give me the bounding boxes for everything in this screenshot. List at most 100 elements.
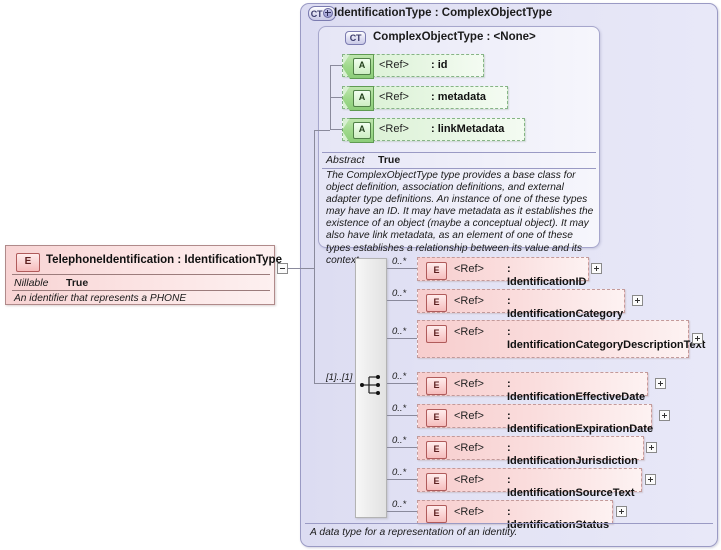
element-cardinality: 0..* [392,326,407,337]
bottom-divider [305,523,713,524]
seq-branch-line [387,447,417,448]
divider [12,274,270,275]
element-badge-icon: E [426,505,447,523]
nillable-label: Nillable [14,277,49,289]
element-ref-label: <Ref> [454,442,484,454]
divider [12,290,270,291]
base-type-documentation-panel: Abstract True The ComplexObjectType type… [322,152,596,266]
expand-element-toggle[interactable] [616,506,627,517]
element-row[interactable]: E <Ref> : IdentificationCategoryDescript… [417,320,706,358]
attribute-name-label: : metadata [431,91,487,103]
attribute-badge-icon: A [353,90,371,107]
element-name-label: : IdentificationJurisdiction [507,442,638,467]
attribute-row[interactable]: A <Ref> : id [342,54,484,79]
ct-badge-text: CT [310,9,323,19]
element-name-label: : IdentificationCategory [507,295,624,320]
page-title: IdentificationType : ComplexObjectType [334,7,553,19]
seq-branch-line [387,479,417,480]
element-name-label: : IdentificationExpirationDate [507,410,654,435]
base-type-title: ComplexObjectType : <None> [373,31,536,43]
sequence-compositor-box[interactable] [355,258,387,518]
element-ref-label: <Ref> [454,295,484,307]
attribute-badge-icon: A [353,122,371,139]
element-cardinality: 0..* [392,467,407,478]
seq-branch-line [387,268,417,269]
element-name-label: : IdentificationSourceText [507,474,635,499]
element-name-label: : IdentificationCategoryDescriptionText [507,326,706,351]
element-name-label: : IdentificationID [507,263,587,288]
attribute-row[interactable]: A <Ref> : metadata [342,86,508,111]
element-ref-label: <Ref> [454,378,484,390]
expand-element-toggle[interactable] [659,410,670,421]
element-row[interactable]: E <Ref> : IdentificationEffectiveDate [417,372,648,403]
element-row[interactable]: E <Ref> : IdentificationSourceText [417,468,642,499]
element-badge-icon: E [16,253,40,272]
seq-branch-line [387,338,417,339]
collapse-source-toggle[interactable] [277,263,288,274]
expand-element-toggle[interactable] [692,333,703,344]
nillable-value: True [66,277,89,289]
expand-element-toggle[interactable] [591,263,602,274]
source-element-documentation: An identifier that represents a PHONE [14,293,187,304]
seq-branch-line [387,300,417,301]
element-row[interactable]: E <Ref> : IdentificationJurisdiction [417,436,644,467]
abstract-row: Abstract True [322,152,596,169]
attribute-ref-label: <Ref> [379,91,409,103]
expand-element-toggle[interactable] [632,295,643,306]
element-badge-icon: E [426,262,447,280]
root-to-attrgroup-line [314,130,330,131]
attribute-row[interactable]: A <Ref> : linkMetadata [342,118,525,143]
root-connector-vertical [314,130,315,383]
attr-tree-branch-3 [330,129,342,130]
attr-tree-branch-2 [330,97,342,98]
expand-element-toggle[interactable] [655,378,666,389]
seq-branch-line [387,415,417,416]
complex-type-icon: CT [345,31,366,45]
plus-glyph-icon [323,8,334,18]
sequence-compositor-icon [360,375,380,395]
complex-type-plus-icon[interactable]: CT [308,6,336,21]
element-row[interactable]: E <Ref> : IdentificationCategory [417,289,625,320]
element-row[interactable]: E <Ref> : IdentificationExpirationDate [417,404,653,435]
seq-branch-line [387,383,417,384]
element-cardinality: 0..* [392,499,407,510]
element-ref-label: <Ref> [454,474,484,486]
element-badge-icon: E [426,473,447,491]
element-ref-label: <Ref> [454,326,484,338]
base-type-documentation-text: The ComplexObjectType type provides a ba… [326,170,594,266]
expand-element-toggle[interactable] [645,474,656,485]
seq-branch-line [387,511,417,512]
attribute-ref-label: <Ref> [379,59,409,71]
root-documentation-text: A data type for a representation of an i… [310,527,518,538]
element-badge-icon: E [426,377,447,395]
element-row[interactable]: E <Ref> : IdentificationStatus [417,500,613,531]
element-badge-icon: E [426,294,447,312]
element-ref-label: <Ref> [454,506,484,518]
element-badge-icon: E [426,441,447,459]
element-ref-label: <Ref> [454,263,484,275]
element-name-label: : IdentificationEffectiveDate [507,378,646,403]
element-cardinality: 0..* [392,403,407,414]
element-name-label: : IdentificationStatus [507,506,610,531]
element-cardinality: 0..* [392,256,407,267]
attribute-name-label: : linkMetadata [431,123,505,135]
element-cardinality: 0..* [392,371,407,382]
element-cardinality: 0..* [392,288,407,299]
element-badge-icon: E [426,325,447,343]
attribute-ref-label: <Ref> [379,123,409,135]
sequence-cardinality-label: [1]..[1] [326,372,353,383]
element-row[interactable]: E <Ref> : IdentificationID [417,257,589,288]
root-connector-horizontal [284,268,314,269]
source-element-title: TelephoneIdentification : Identification… [46,254,282,266]
element-badge-icon: E [426,409,447,427]
element-cardinality: 0..* [392,435,407,446]
abstract-label: Abstract [326,154,365,166]
element-ref-label: <Ref> [454,410,484,422]
attr-tree-branch-1 [330,65,342,66]
telephone-identification-box[interactable]: E TelephoneIdentification : Identificati… [5,245,282,305]
root-to-sequence-line [314,383,355,384]
abstract-value: True [378,154,401,166]
attribute-name-label: : id [431,59,448,71]
expand-element-toggle[interactable] [646,442,657,453]
